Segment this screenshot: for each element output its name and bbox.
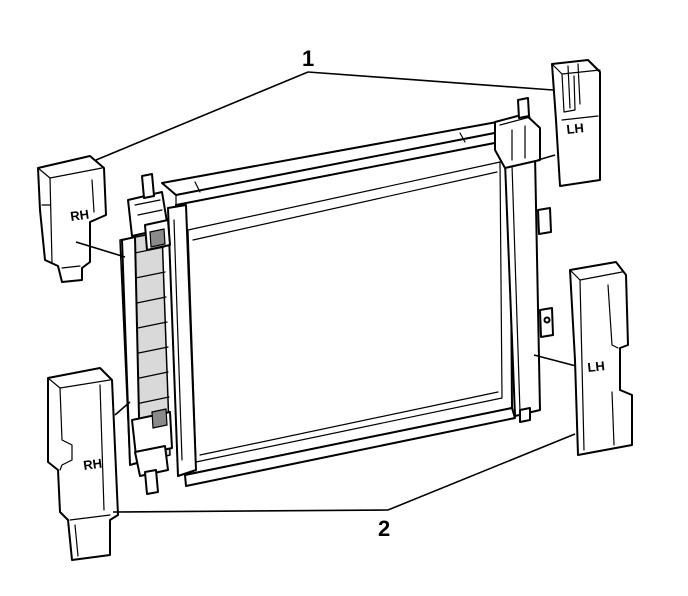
callout-2: 2 <box>378 516 390 541</box>
upper-rh-air-baffle: RH <box>37 155 107 283</box>
lower-lh-side-label: LH <box>587 358 606 375</box>
lower-rh-air-baffle: RH <box>47 367 119 561</box>
callout-1: 1 <box>302 46 314 71</box>
upper-rh-side-label: RH <box>69 207 90 224</box>
radiator-assembly <box>119 97 554 495</box>
lower-rh-side-label: RH <box>82 456 103 473</box>
upper-lh-air-baffle: LH <box>551 59 601 187</box>
leader-lines <box>75 71 577 513</box>
lower-lh-air-baffle: LH <box>569 261 633 456</box>
upper-lh-side-label: LH <box>566 120 585 137</box>
